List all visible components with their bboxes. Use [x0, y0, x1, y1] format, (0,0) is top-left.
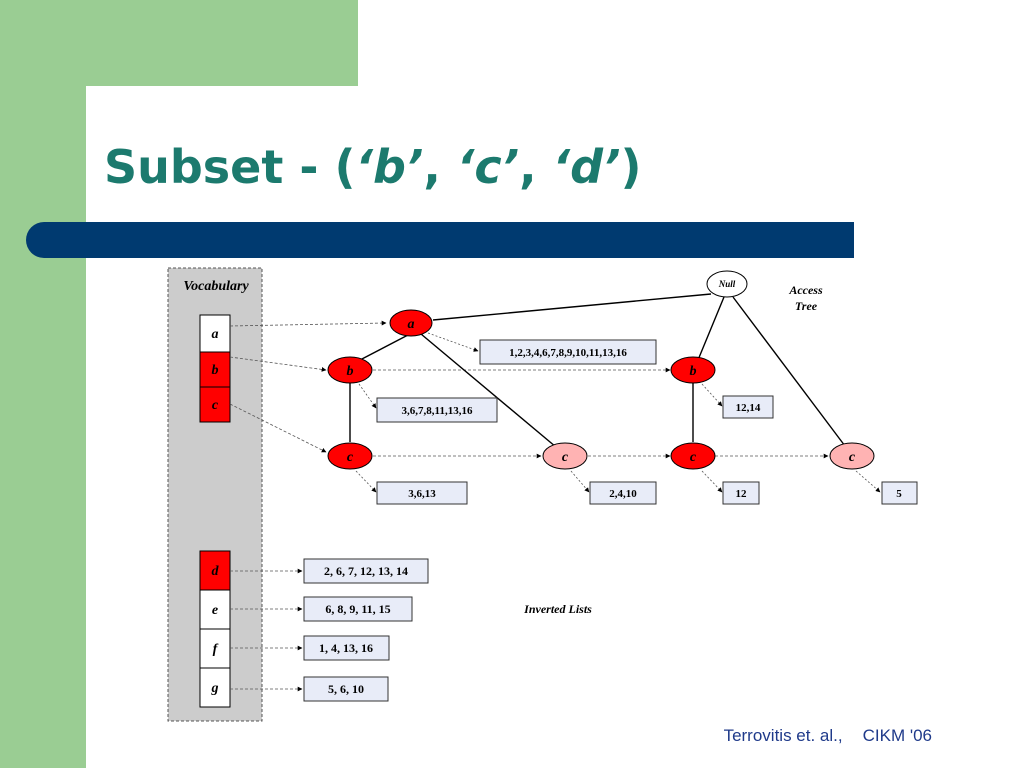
vocab-cell-g [199, 667, 231, 708]
green-top-decoration [0, 0, 358, 86]
list-c-middle-text: 2,4,10 [609, 488, 637, 500]
node-c-left [327, 442, 373, 470]
edge-a-b1 [359, 334, 409, 361]
list-pointer-c2 [570, 470, 590, 493]
edge-null-c4 [732, 296, 846, 447]
vocab-b-pointer [229, 356, 327, 372]
vocab-a-pointer [229, 320, 387, 327]
list-b-right-text: 12,14 [736, 402, 761, 414]
node-c-right-label: c [690, 450, 697, 465]
vocab-cell-d [199, 550, 231, 591]
root-null-label: Null [718, 279, 736, 289]
node-c-middle [542, 442, 588, 470]
inverted-list-box-e [303, 596, 413, 622]
footer-authors: Terrovitis et. al., [723, 726, 843, 745]
list-box-b-left [376, 397, 498, 423]
list-pointer-c3 [701, 470, 723, 493]
title-c: ‘c’ [456, 140, 520, 194]
vocab-cell-f [199, 628, 231, 669]
list-box-b-right [722, 395, 774, 419]
list-c-far-right-text: 5 [896, 488, 902, 500]
list-pointer-b1 [358, 383, 377, 409]
list-box-c-left [376, 481, 468, 505]
title-b: ‘b’ [355, 140, 424, 194]
vocab-cell-b [199, 351, 231, 388]
green-sidebar-decoration [0, 0, 86, 768]
inverted-list-box-f [303, 635, 390, 661]
inverted-list-d-text: 2, 6, 7, 12, 13, 14 [324, 564, 408, 578]
list-a-text: 1,2,3,4,6,7,8,9,10,11,13,16 [509, 347, 627, 359]
title-divider-bar [26, 222, 854, 258]
node-b-right [670, 356, 716, 384]
inverted-list-g-text: 5, 6, 10 [328, 682, 364, 696]
edge-a-c2 [420, 333, 557, 448]
vocab-term-d: d [212, 564, 220, 579]
vocab-term-b: b [212, 363, 219, 378]
vocab-term-a: a [212, 327, 219, 342]
access-tree-label-line2: Tree [795, 299, 818, 313]
edge-null-a [432, 293, 712, 321]
title-d: ‘d’ [552, 140, 621, 194]
list-pointer-a [427, 332, 479, 352]
inverted-list-f-text: 1, 4, 13, 16 [319, 641, 373, 655]
list-b-left-text: 3,6,7,8,11,13,16 [402, 405, 473, 417]
node-b-left-label: b [347, 364, 354, 379]
node-c-far-right-label: c [849, 450, 856, 465]
vocab-term-g: g [211, 681, 219, 696]
node-a-label: a [408, 317, 415, 332]
footer-citation: Terrovitis et. al., CIKM '06 [704, 726, 932, 746]
inverted-list-box-g [303, 676, 389, 702]
root-null-node [706, 270, 748, 298]
list-pointer-c1 [355, 470, 377, 493]
vocabulary-label: Vocabulary [183, 279, 249, 294]
node-b-right-label: b [690, 364, 697, 379]
edge-null-b2 [697, 296, 725, 361]
list-box-a [479, 339, 657, 365]
list-pointer-c4 [855, 470, 881, 493]
vocab-c-pointer [229, 403, 327, 453]
slide-title: Subset - (‘b’, ‘c’, ‘d’) [104, 140, 642, 194]
node-c-right [670, 442, 716, 470]
list-box-c-right [722, 481, 760, 505]
vocab-term-c: c [212, 398, 219, 413]
vocab-cell-e [199, 589, 231, 630]
list-pointer-b2 [701, 383, 723, 407]
node-c-far-right [829, 442, 875, 470]
access-tree-label-line1: Access [788, 283, 823, 297]
inverted-list-e-text: 6, 8, 9, 11, 15 [325, 602, 390, 616]
list-c-left-text: 3,6,13 [408, 488, 436, 500]
list-box-c-far-right [881, 481, 918, 505]
footer-venue: CIKM '06 [862, 726, 932, 745]
node-b-left [327, 356, 373, 384]
vocab-term-f: f [213, 642, 219, 657]
node-c-left-label: c [347, 450, 354, 465]
inverted-lists-label: Inverted Lists [523, 602, 592, 616]
node-c-middle-label: c [562, 450, 569, 465]
vocab-cell-a [199, 314, 231, 353]
inverted-list-box-d [303, 558, 429, 584]
list-box-c-middle [589, 481, 657, 505]
vocab-term-e: e [212, 603, 218, 618]
node-a [389, 309, 433, 337]
list-c-right-text: 12 [736, 488, 748, 500]
vocab-cell-c [199, 386, 231, 423]
